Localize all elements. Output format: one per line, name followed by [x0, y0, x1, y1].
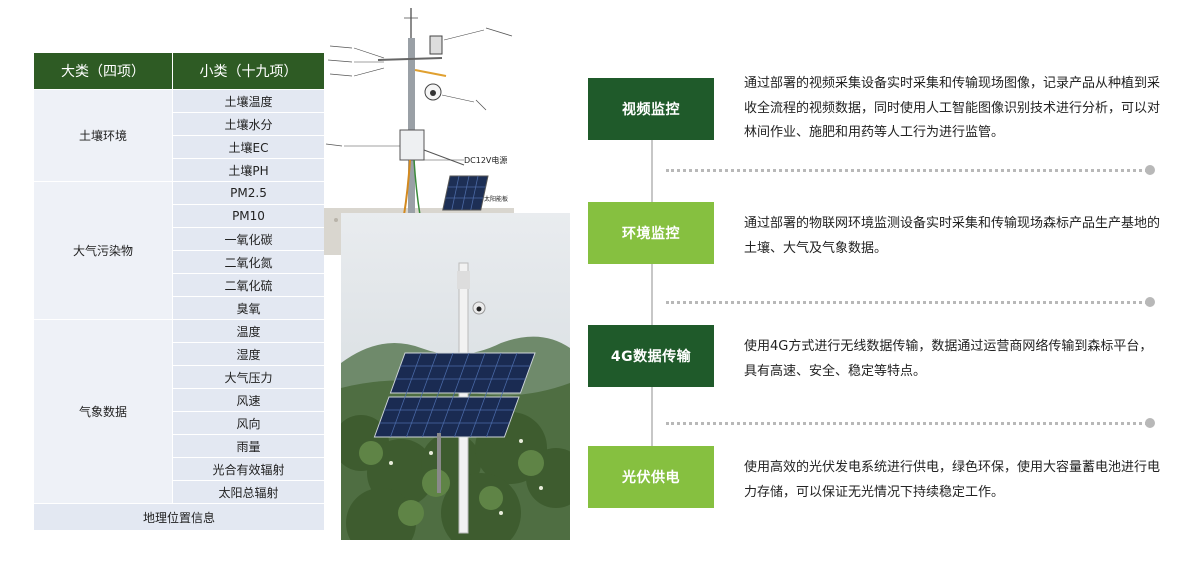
feature-desc-solar: 使用高效的光伏发电系统进行供电，绿色环保，使用大容量蓄电池进行电力存储，可以保证… [744, 460, 1161, 500]
group-air: 大气污染物 PM2.5 PM10 一氧化碳 二氧化氮 二氧化硫 臭氧 [34, 181, 324, 319]
field-station-photo [341, 213, 570, 540]
subcategory-cell: 二氧化硫 [173, 273, 324, 296]
monitoring-items-table: 大类（四项） 小类（十九项） 土壤环境 土壤温度 土壤水分 土壤EC 土壤PH … [34, 53, 324, 530]
timeline-connector [651, 140, 653, 470]
feature-badge-environment: 环境监控 [588, 202, 714, 264]
category-cell: 土壤环境 [34, 90, 173, 181]
header-subcategory: 小类（十九项） [199, 64, 298, 80]
subcategory-cell: 雨量 [173, 434, 324, 457]
subcategory-cell: 土壤EC [173, 135, 324, 158]
feature-desc-4g: 使用4G方式进行无线数据传输，数据通过运营商网络传输到森标平台，具有高速、安全、… [744, 339, 1153, 379]
subcategory-cell: 臭氧 [173, 296, 324, 319]
feature-desc-video: 通过部署的视频采集设备实时采集和传输现场图像，记录产品从种植到采收全流程的视频数… [744, 76, 1161, 141]
subcategory-cell: 风向 [173, 411, 324, 434]
divider-dotted [666, 169, 1148, 172]
divider-end-dot [1145, 165, 1155, 175]
subcategory-cell: 风速 [173, 388, 324, 411]
subcategory-cell: 土壤温度 [173, 90, 324, 112]
feature-badge-solar: 光伏供电 [588, 446, 714, 508]
header-category: 大类（四项） [34, 53, 173, 89]
feature-badge-video: 视频监控 [588, 78, 714, 140]
subcategory-cell: 光合有效辐射 [173, 457, 324, 480]
divider-end-dot [1145, 418, 1155, 428]
subcategory-cell: 温度 [173, 320, 324, 342]
subcategory-cell: 二氧化氮 [173, 250, 324, 273]
group-soil: 土壤环境 土壤温度 土壤水分 土壤EC 土壤PH [34, 89, 324, 181]
divider-end-dot [1145, 297, 1155, 307]
divider-dotted [666, 422, 1148, 425]
dc-power-label: DC12V电源 [464, 155, 507, 165]
subcategory-cell: 大气压力 [173, 365, 324, 388]
subcategory-cell: PM10 [173, 204, 324, 227]
subcategory-cell: 湿度 [173, 342, 324, 365]
subcategory-cell: PM2.5 [173, 182, 324, 204]
subcategory-cell: 土壤水分 [173, 112, 324, 135]
group-weather: 气象数据 温度 湿度 大气压力 风速 风向 雨量 光合有效辐射 太阳总辐射 [34, 319, 324, 503]
feature-desc-environment: 通过部署的物联网环境监测设备实时采集和传输现场森标产品生产基地的土壤、大气及气象… [744, 216, 1161, 256]
divider-dotted [666, 301, 1148, 304]
subcategory-cell: 一氧化碳 [173, 227, 324, 250]
subcategory-cell: 太阳总辐射 [173, 480, 324, 503]
feature-badge-4g: 4G数据传输 [588, 325, 714, 387]
solar-panel-label: 太阳能板 [484, 195, 508, 203]
location-row: 地理位置信息 [34, 503, 324, 530]
table-header: 大类（四项） 小类（十九项） [34, 53, 324, 89]
category-cell: 气象数据 [34, 320, 173, 503]
category-cell: 大气污染物 [34, 182, 173, 319]
subcategory-cell: 土壤PH [173, 158, 324, 181]
